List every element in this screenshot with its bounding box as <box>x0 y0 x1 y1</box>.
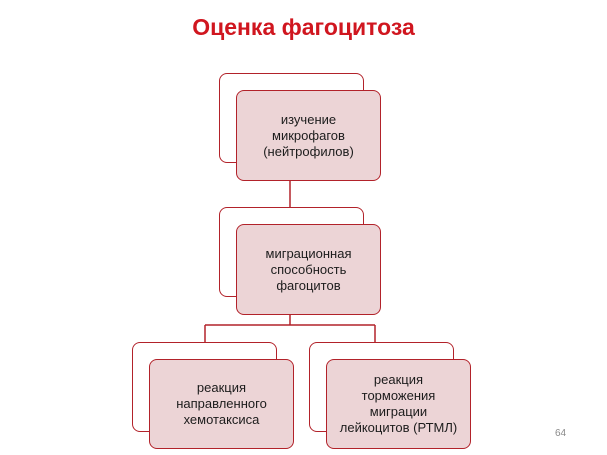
slide-title: Оценка фагоцитоза <box>192 14 415 40</box>
page-number: 64 <box>555 428 567 439</box>
middle-node: миграционная способность фагоцитов <box>236 224 381 315</box>
bottom-left-node: реакция направленного хемотаксиса <box>149 359 294 449</box>
bottom-right-node: реакция торможения миграции лейкоцитов (… <box>326 359 471 449</box>
middle-node-label: миграционная способность фагоцитов <box>265 245 352 293</box>
bottom-right-node-label: реакция торможения миграции лейкоцитов (… <box>339 372 458 435</box>
top-node: изучение микрофагов (нейтрофилов) <box>236 90 381 181</box>
top-node-label: изучение микрофагов (нейтрофилов) <box>263 111 354 159</box>
bottom-left-node-label: реакция направленного хемотаксиса <box>176 380 267 427</box>
